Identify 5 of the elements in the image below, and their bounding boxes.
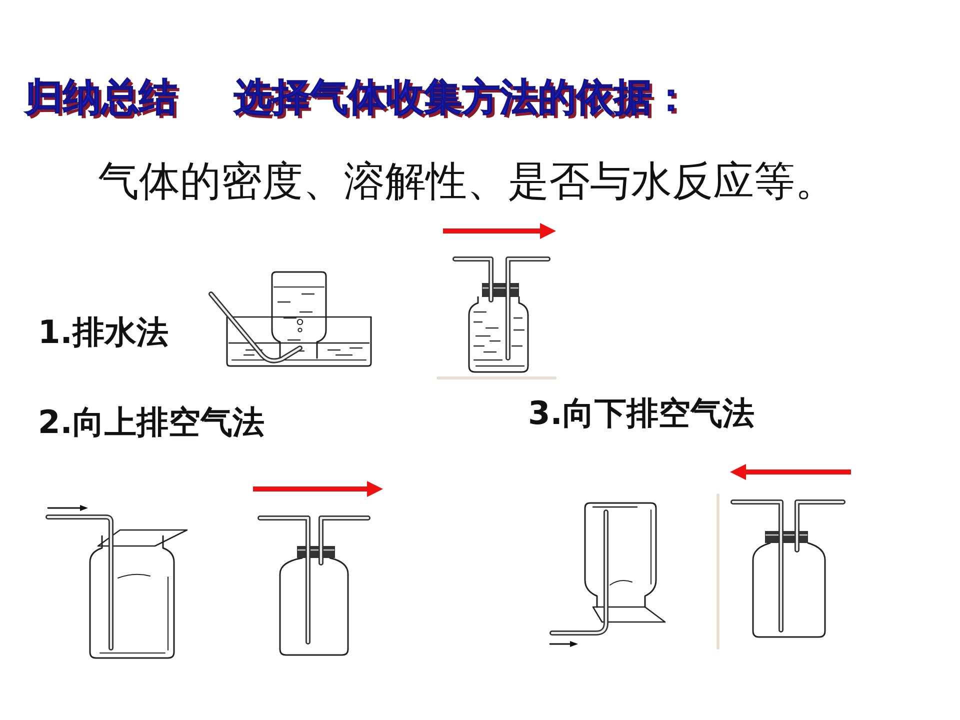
method-label: 2.向上排空气法: [38, 404, 264, 441]
method-label: 3.向下排空气法: [528, 395, 754, 432]
slide-title: 归纳总结 选择气体收集方法的依据：: [25, 76, 690, 120]
subtitle-text: 气体的密度、溶解性、是否与水反应等。: [98, 158, 836, 206]
method-label: 1.排水法: [38, 314, 168, 351]
